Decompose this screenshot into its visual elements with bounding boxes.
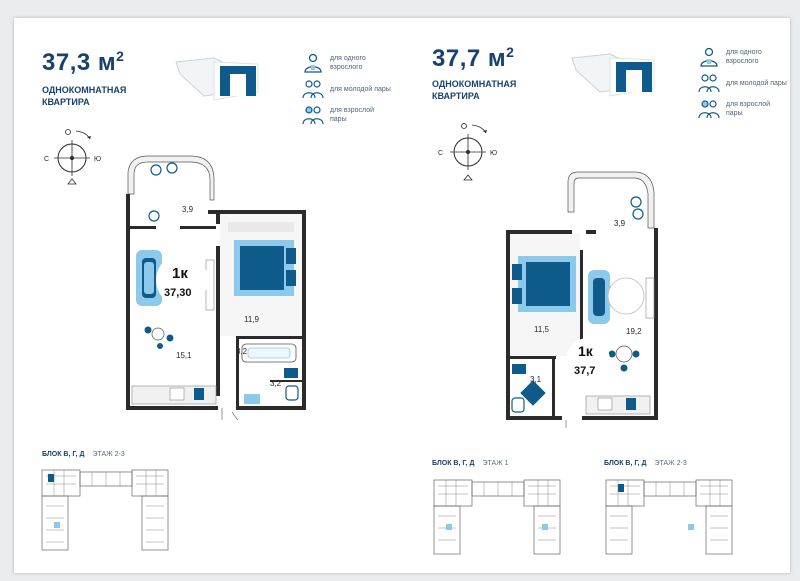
room-area-balcony: 3,9 (182, 205, 194, 214)
room-area-bedroom: 11,9 (244, 315, 260, 324)
suitability-item: для молодой пары (302, 76, 392, 102)
suitability-list: для одного взрослого для молодой пары дл… (698, 44, 788, 122)
single-adult-icon (700, 47, 718, 67)
badge-type: 1к (172, 265, 188, 282)
building-floor-minimap (605, 479, 733, 555)
building-floor-minimap (41, 469, 169, 551)
apartment-badge: 1к 37,7 (566, 338, 610, 382)
floor-plan-left: 3,9 11,9 15,1 3,2 3,2 1к 37,30 (126, 155, 306, 420)
room-area-bathroom: 3,1 (530, 375, 542, 384)
suitability-item: для одного взрослого (302, 50, 392, 76)
room-area-hall: 3,2 (236, 347, 248, 356)
suitability-item: для одного взрослого (698, 44, 788, 70)
apartment-type: ОДНОКОМНАТНАЯ КВАРТИРА (432, 79, 517, 101)
dining-table (144, 326, 174, 349)
shower (520, 380, 546, 406)
suitability-item: для взрослой пары (698, 96, 788, 122)
bed (234, 240, 296, 296)
suitability-item: для взрослой пары (302, 102, 392, 128)
room-area-living: 19,2 (626, 327, 642, 336)
room-area-balcony: 3,9 (614, 219, 626, 228)
apartment-panel-right: 37,7 м2 ОДНОКОМНАТНАЯ КВАРТИРА для одног… (402, 18, 790, 573)
adult-couple-icon (302, 106, 324, 125)
compass-east-label: Ю (490, 150, 497, 157)
room-area-bathroom: 3,2 (270, 379, 282, 388)
young-couple-icon (698, 74, 720, 93)
dining-table (608, 345, 640, 372)
apartment-area: 37,7 м2 (432, 44, 515, 72)
sun-icon (65, 129, 71, 135)
building-location-icon (571, 53, 655, 97)
badge-type: 1к (578, 343, 594, 359)
apartment-type: ОДНОКОМНАТНАЯ КВАРТИРА (42, 85, 127, 107)
building-floor-minimap (433, 479, 561, 555)
adult-couple-icon (698, 100, 720, 119)
compass-west-label: С (438, 150, 443, 157)
sofa (136, 250, 162, 306)
room-area-bedroom: 11,5 (534, 325, 550, 334)
room-area-living: 15,1 (176, 351, 192, 360)
balcony-chair (150, 162, 178, 176)
sofa (588, 270, 610, 324)
building-location-icon (175, 57, 259, 101)
suitability-list: для одного взрослого для молодой пары дл… (302, 50, 392, 128)
apartment-badge: 1к 37,30 (156, 254, 208, 306)
apartment-area: 37,3 м2 (42, 48, 125, 76)
single-adult-icon (304, 53, 322, 73)
floor-plan-right: 3,9 11,5 19,2 3,1 1к 37,7 (506, 171, 658, 428)
badge-area: 37,7 (574, 365, 595, 377)
compass-rose: С Ю (44, 129, 101, 185)
sun-icon (461, 123, 467, 129)
young-couple-icon (302, 80, 324, 99)
brochure-sheet: 37,3 м2 ОДНОКОМНАТНАЯ КВАРТИРА для одног… (14, 18, 790, 573)
compass-rose: С Ю (438, 123, 497, 181)
apartment-panel-left: 37,3 м2 ОДНОКОМНАТНАЯ КВАРТИРА для одног… (14, 18, 402, 573)
suitability-item: для молодой пары (698, 70, 788, 96)
compass-west-label: С (44, 156, 49, 163)
bathtub (241, 343, 297, 363)
badge-area: 37,30 (164, 287, 192, 299)
bed (512, 256, 576, 312)
compass-east-label: Ю (94, 156, 101, 163)
